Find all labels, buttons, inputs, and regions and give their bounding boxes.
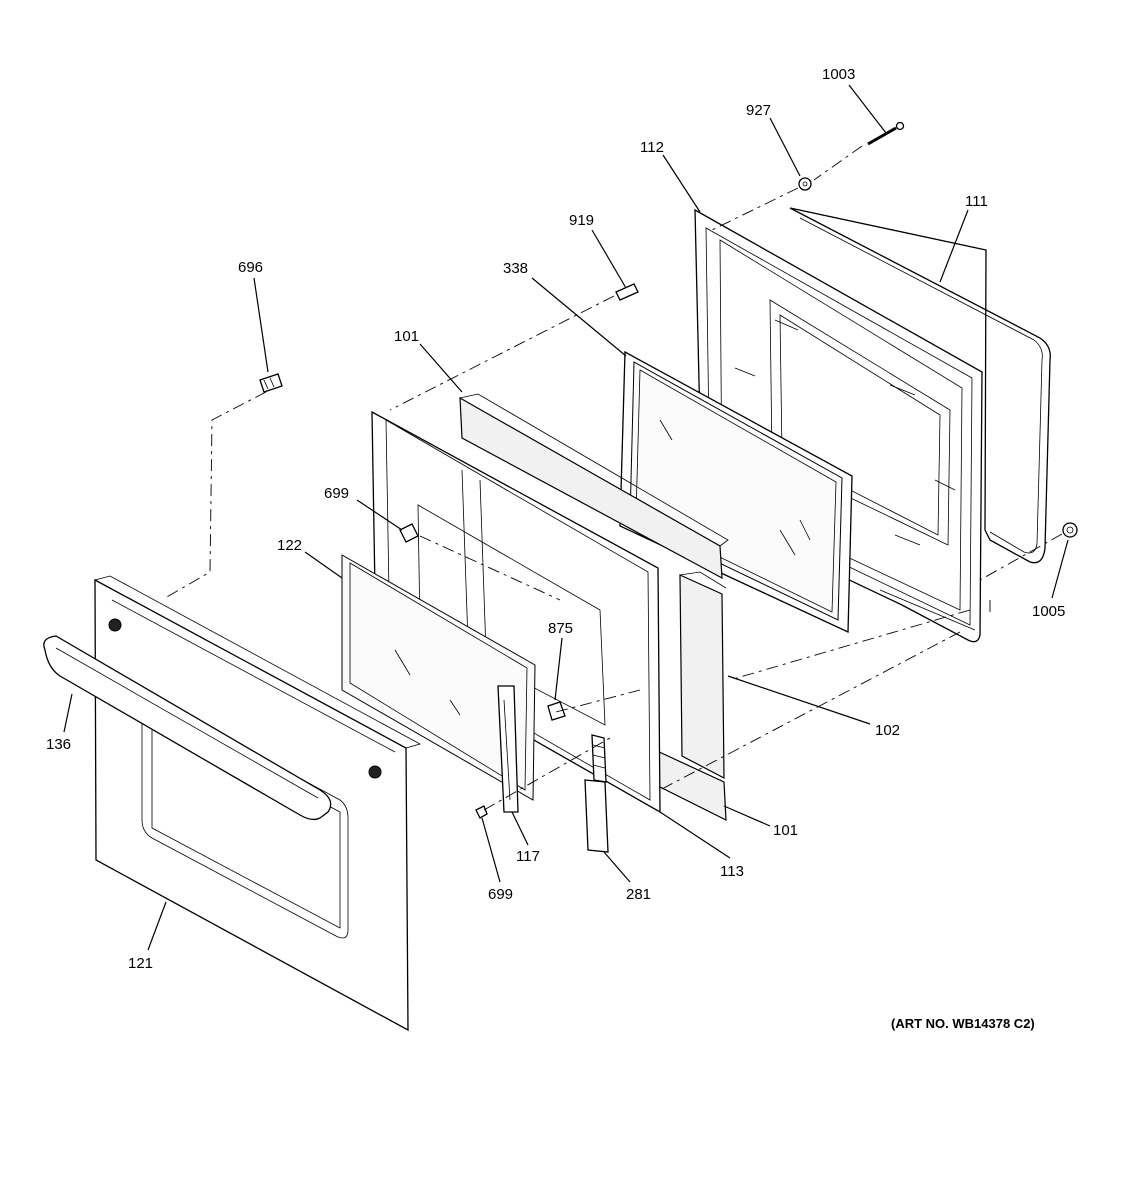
callout-338: 338 [503, 260, 528, 277]
callout-927: 927 [746, 102, 771, 119]
screw-696 [259, 373, 283, 393]
callout-919: 919 [569, 212, 594, 229]
callout-113: 113 [720, 863, 744, 880]
art-number: (ART NO. WB14378 C2) [891, 1016, 1035, 1031]
screw-1005 [1062, 522, 1078, 538]
callout-112: 112 [640, 139, 664, 156]
callout-696: 696 [238, 259, 263, 276]
screw-699-top [399, 523, 419, 543]
hinge-bracket-117 [497, 685, 519, 813]
callout-699-top: 699 [324, 485, 349, 502]
glass-pack-338 [619, 350, 853, 634]
callout-1003: 1003 [822, 66, 855, 83]
callout-136: 136 [46, 736, 71, 753]
inner-glass-122 [341, 554, 536, 801]
washer-927 [798, 177, 812, 191]
leader-lines [63, 84, 1069, 951]
callout-102: 102 [875, 722, 900, 739]
callout-875: 875 [548, 620, 573, 637]
door-handle-136 [43, 635, 332, 821]
callout-699-bottom: 699 [488, 886, 513, 903]
callout-111: 111 [965, 193, 988, 210]
screw-1003 [867, 121, 905, 146]
callout-121: 121 [128, 955, 153, 972]
callout-1005: 1005 [1032, 603, 1065, 620]
screw-875 [547, 701, 566, 721]
spacer-919 [615, 283, 639, 301]
callout-117: 117 [516, 848, 540, 865]
callout-labels: 1003 927 112 111 919 338 696 101 699 122… [46, 66, 1065, 1031]
callout-101-top: 101 [394, 328, 419, 345]
door-insulation-101 [459, 393, 729, 821]
callout-101-bottom: 101 [773, 822, 798, 839]
callout-122: 122 [277, 537, 302, 554]
callout-281: 281 [626, 886, 651, 903]
alignment-lines [164, 145, 1063, 811]
screw-699-bottom [475, 805, 488, 819]
